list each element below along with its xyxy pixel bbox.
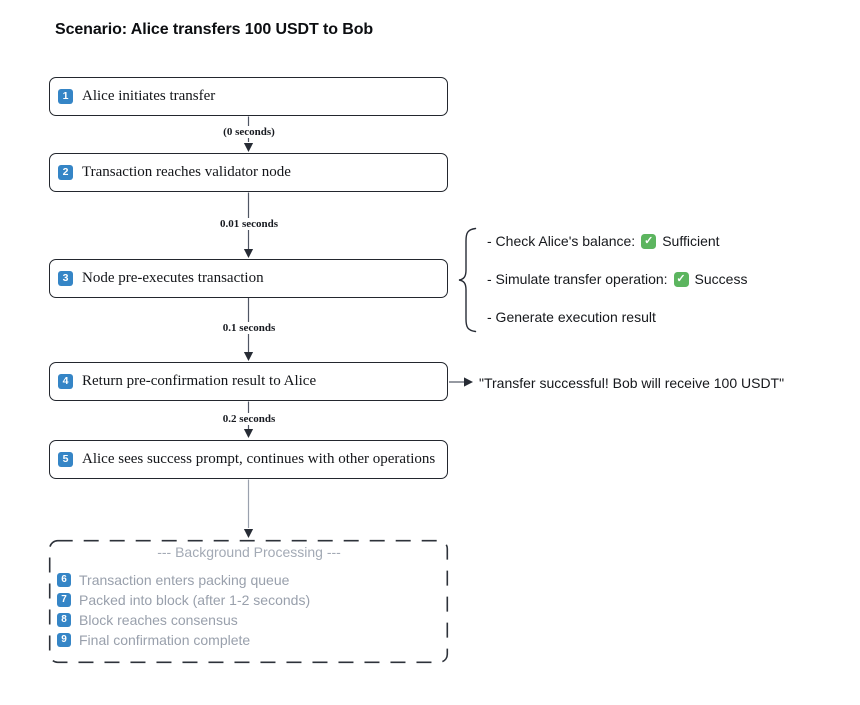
arrow-delay-label: 0.01 seconds xyxy=(216,218,282,230)
step-label: Alice sees success prompt, continues wit… xyxy=(82,451,436,467)
check-icon: ✓ xyxy=(673,271,689,287)
step-number-badge: 6 xyxy=(57,572,71,587)
step-label: Transaction enters packing queue xyxy=(79,571,290,588)
background-processing-title: --- Background Processing --- xyxy=(157,544,341,560)
arrow-delay-label: (0 seconds) xyxy=(220,126,278,138)
step-label: Block reaches consensus xyxy=(79,611,238,628)
detail-text: - Check Alice's balance: xyxy=(487,233,636,249)
arrow-delay-label: 0.1 seconds xyxy=(219,322,279,334)
step-label: Return pre-confirmation result to Alice xyxy=(82,373,317,389)
step-number-badge: 2 xyxy=(58,165,73,180)
pre-confirmation-message: "Transfer successful! Bob will receive 1… xyxy=(479,375,785,391)
pre-exec-detail-row: - Generate execution result xyxy=(487,308,656,326)
step-number-badge: 5 xyxy=(58,452,73,467)
background-step-9: 9 Final confirmation complete xyxy=(57,631,250,648)
step-number-badge: 4 xyxy=(58,374,73,389)
step-box-2: 2 Transaction reaches validator node xyxy=(49,153,448,192)
pre-exec-detail-row: - Simulate transfer operation: ✓ Success xyxy=(487,270,747,288)
step-label: Packed into block (after 1-2 seconds) xyxy=(79,591,311,608)
detail-status: Success xyxy=(694,271,748,287)
step-box-3: 3 Node pre-executes transaction xyxy=(49,259,448,298)
step-box-4: 4 Return pre-confirmation result to Alic… xyxy=(49,362,448,401)
check-icon: ✓ xyxy=(641,233,657,249)
step-number-badge: 1 xyxy=(58,89,73,104)
step-label: Final confirmation complete xyxy=(79,631,251,648)
background-step-6: 6 Transaction enters packing queue xyxy=(57,571,289,588)
arrow-delay-label: 0.2 seconds xyxy=(219,413,279,425)
step-label: Transaction reaches validator node xyxy=(82,164,291,180)
step-number-badge: 8 xyxy=(57,612,71,627)
step-box-1: 1 Alice initiates transfer xyxy=(49,77,448,116)
detail-text: - Generate execution result xyxy=(487,309,656,325)
detail-text: - Simulate transfer operation: xyxy=(487,271,668,287)
detail-status: Sufficient xyxy=(662,233,720,249)
background-step-7: 7 Packed into block (after 1-2 seconds) xyxy=(57,591,310,608)
step-label: Alice initiates transfer xyxy=(82,88,216,104)
pre-exec-detail-row: - Check Alice's balance: ✓ Sufficient xyxy=(487,232,720,250)
curly-brace xyxy=(458,227,477,333)
step-number-badge: 7 xyxy=(57,592,71,607)
step-label: Node pre-executes transaction xyxy=(82,270,264,286)
background-step-8: 8 Block reaches consensus xyxy=(57,611,238,628)
step-box-5: 5 Alice sees success prompt, continues w… xyxy=(49,440,448,479)
dashed-border xyxy=(48,539,449,664)
step-number-badge: 9 xyxy=(57,632,71,647)
diagram-title: Scenario: Alice transfers 100 USDT to Bo… xyxy=(55,21,374,38)
arrowheads xyxy=(243,143,473,538)
step-number-badge: 3 xyxy=(58,271,73,286)
